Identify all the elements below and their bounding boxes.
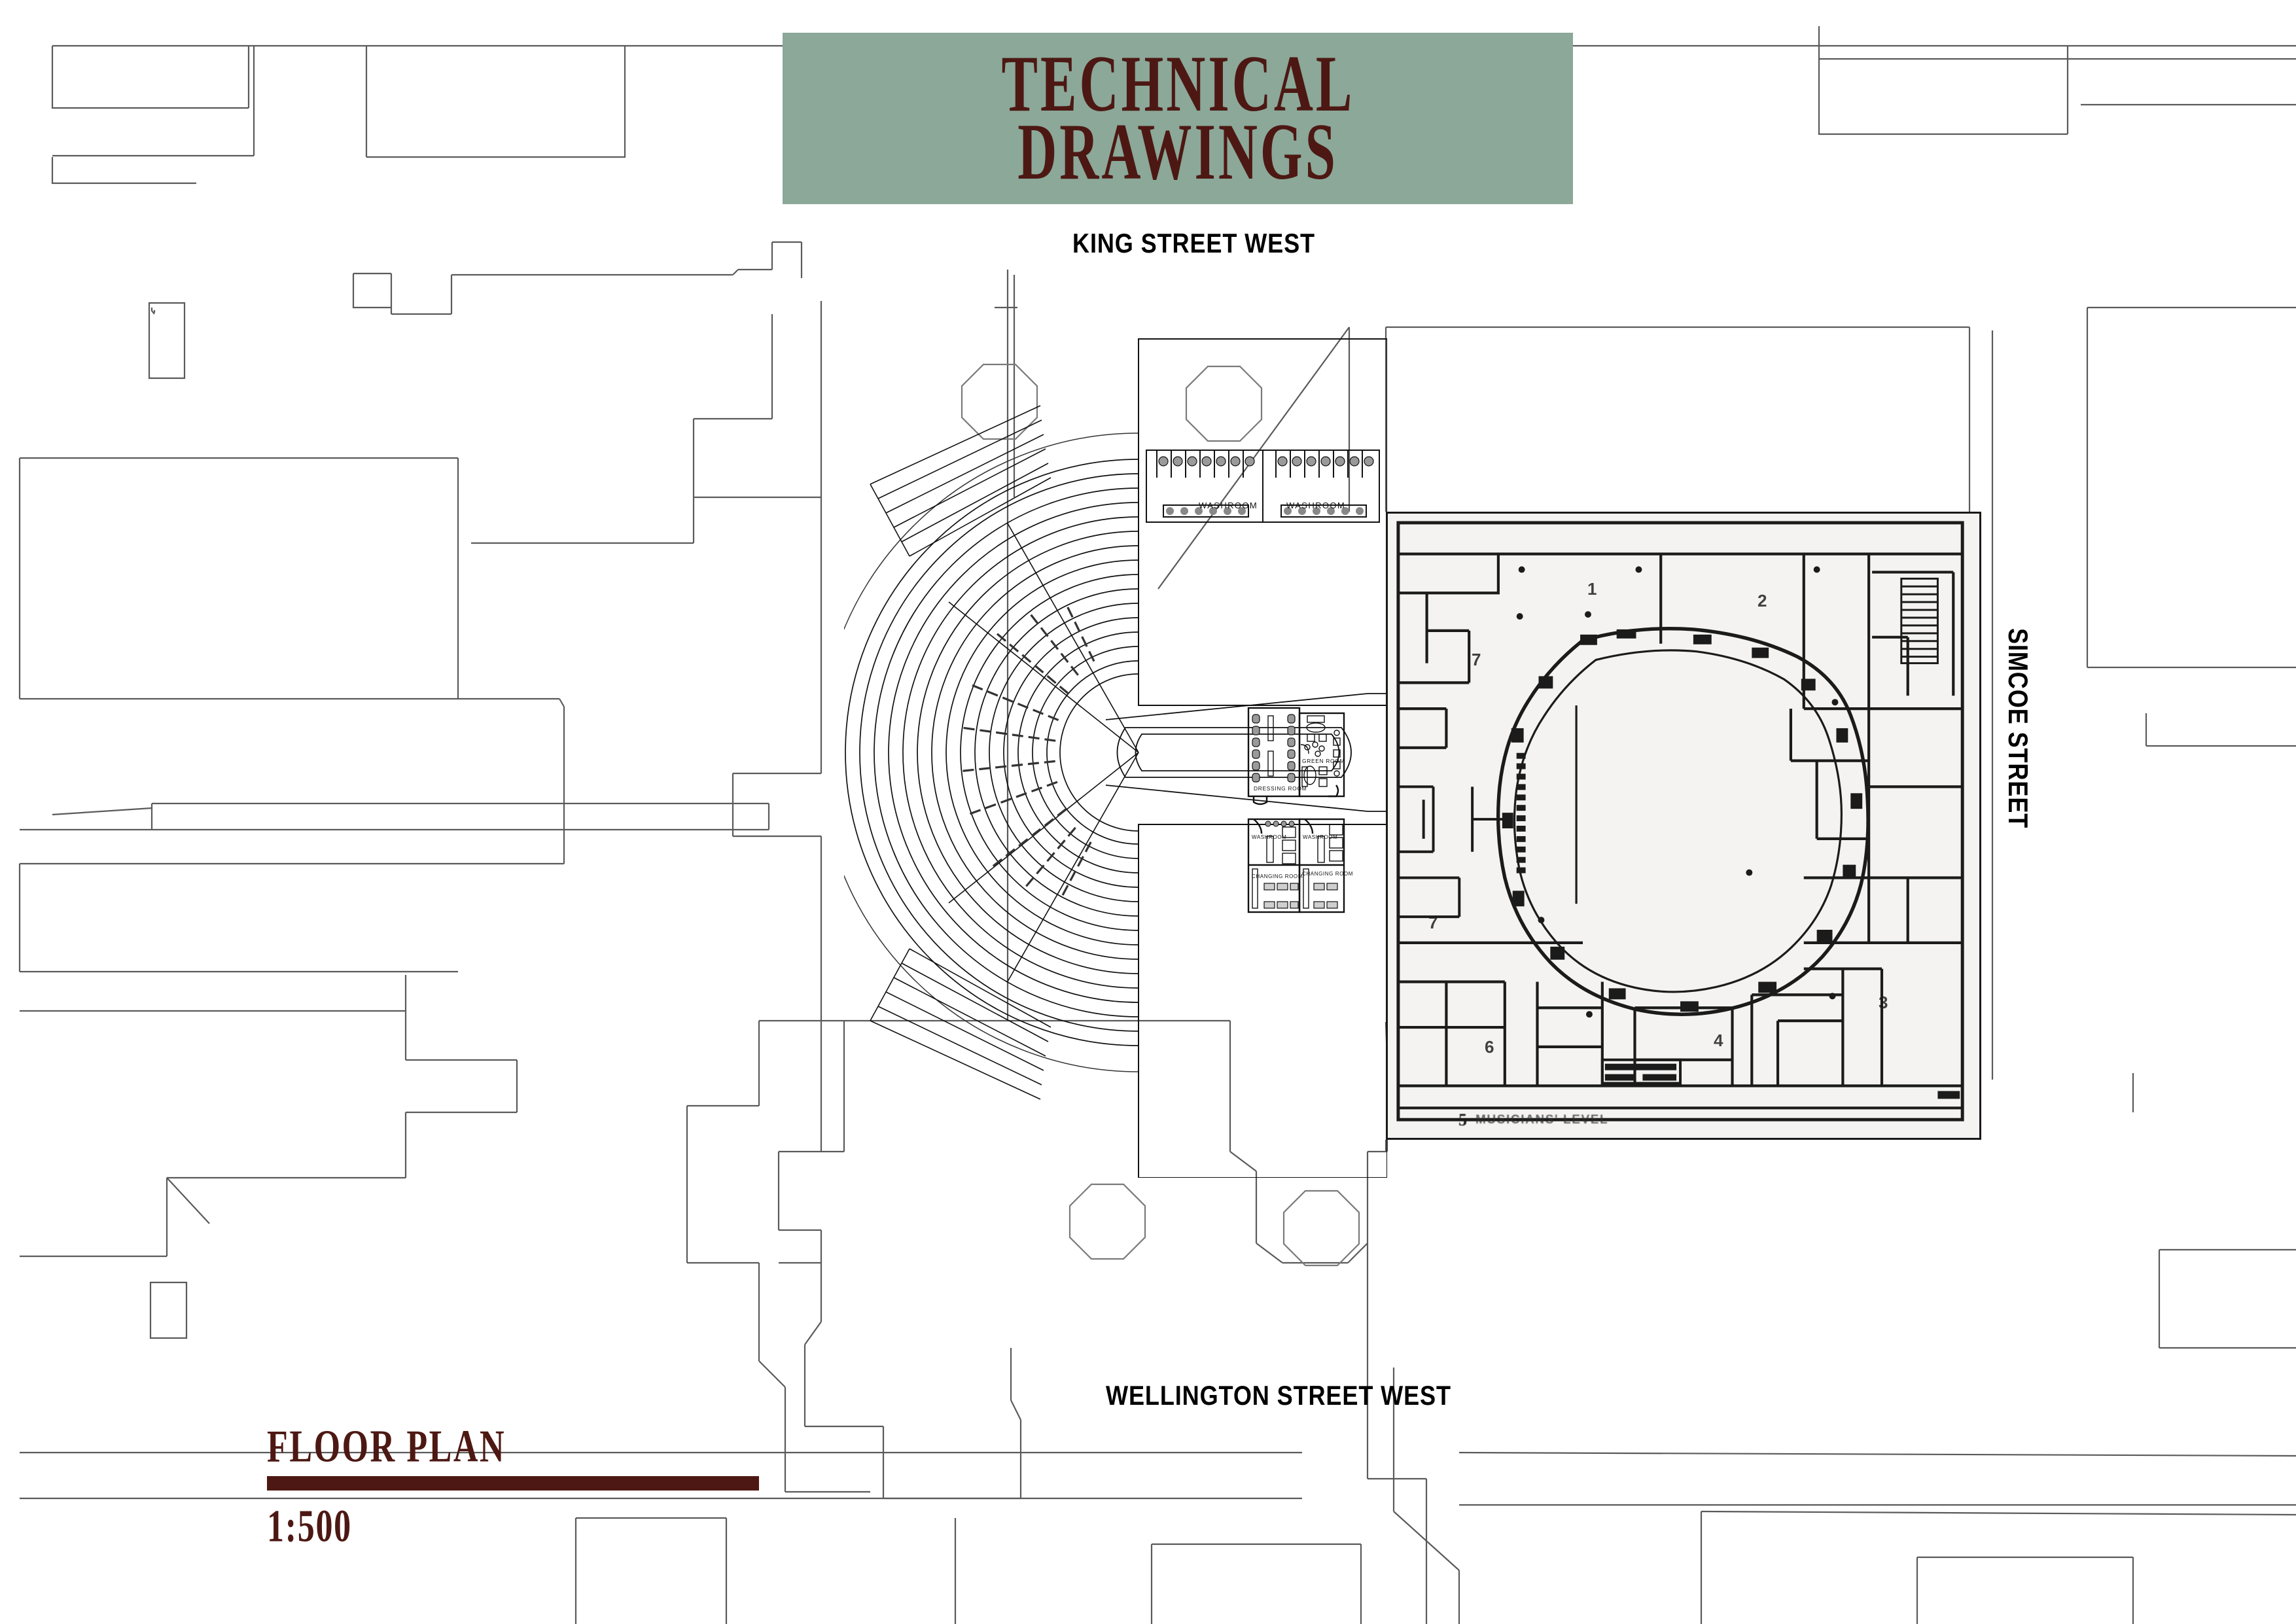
backstage-green-room-label: GREEN ROOM (1302, 758, 1345, 764)
street-label-simcoe-street: SIMCOE STREET (2003, 628, 2034, 829)
inset-room-number-6: 6 (1485, 1037, 1494, 1057)
inset-room-number-1: 1 (1587, 579, 1597, 599)
inset-room-number-4: 4 (1714, 1031, 1723, 1050)
drawing-caption-block: FLOOR PLAN 1:500 (267, 1421, 771, 1552)
caption-rule (267, 1476, 759, 1491)
backstage-dressing-room-label: DRESSING ROOM (1254, 785, 1307, 792)
inset-musicians-level-plan: 1 2 7 7 3 4 6 5 MUSICIANS' LEVEL (1386, 512, 1981, 1140)
caption-scale: 1:500 (267, 1501, 352, 1552)
title-line-2: DRAWINGS (1017, 107, 1338, 197)
caption-title: FLOOR PLAN (267, 1421, 506, 1472)
auditorium-washroom-label-2: WASHROOM (1286, 501, 1345, 510)
title-line-1: TECHNICAL (1001, 39, 1354, 129)
street-label-wellington-street-west: WELLINGTON STREET WEST (1106, 1380, 1451, 1411)
backstage-washroom-label-2: WASHROOM (1303, 834, 1337, 840)
inset-room-number-7a: 7 (1472, 650, 1481, 669)
backstage-changing-room-label-2: CHANGING ROOM (1302, 871, 1353, 877)
inset-room-number-2: 2 (1757, 591, 1767, 610)
title-banner: TECHNICAL DRAWINGS (783, 33, 1573, 204)
inset-caption-text: MUSICIANS' LEVEL (1475, 1113, 1609, 1127)
backstage-washroom-label-1: WASHROOM (1252, 834, 1286, 840)
inset-room-number-7b: 7 (1428, 913, 1438, 932)
inset-caption-number: 5 (1458, 1110, 1467, 1129)
backstage-changing-room-label-1: CHANGING ROOM (1252, 874, 1303, 879)
auditorium-washroom-label-1: WASHROOM (1199, 501, 1258, 510)
backstage-rooms-drawing: DRESSING ROOM GREEN ROOM WASHROOM WASHRO… (1247, 707, 1353, 913)
auditorium-seating-drawing: WASHROOM WASHROOM (844, 338, 1387, 1178)
street-label-king-street-west: KING STREET WEST (1072, 228, 1315, 258)
inset-room-number-3: 3 (1879, 993, 1888, 1012)
